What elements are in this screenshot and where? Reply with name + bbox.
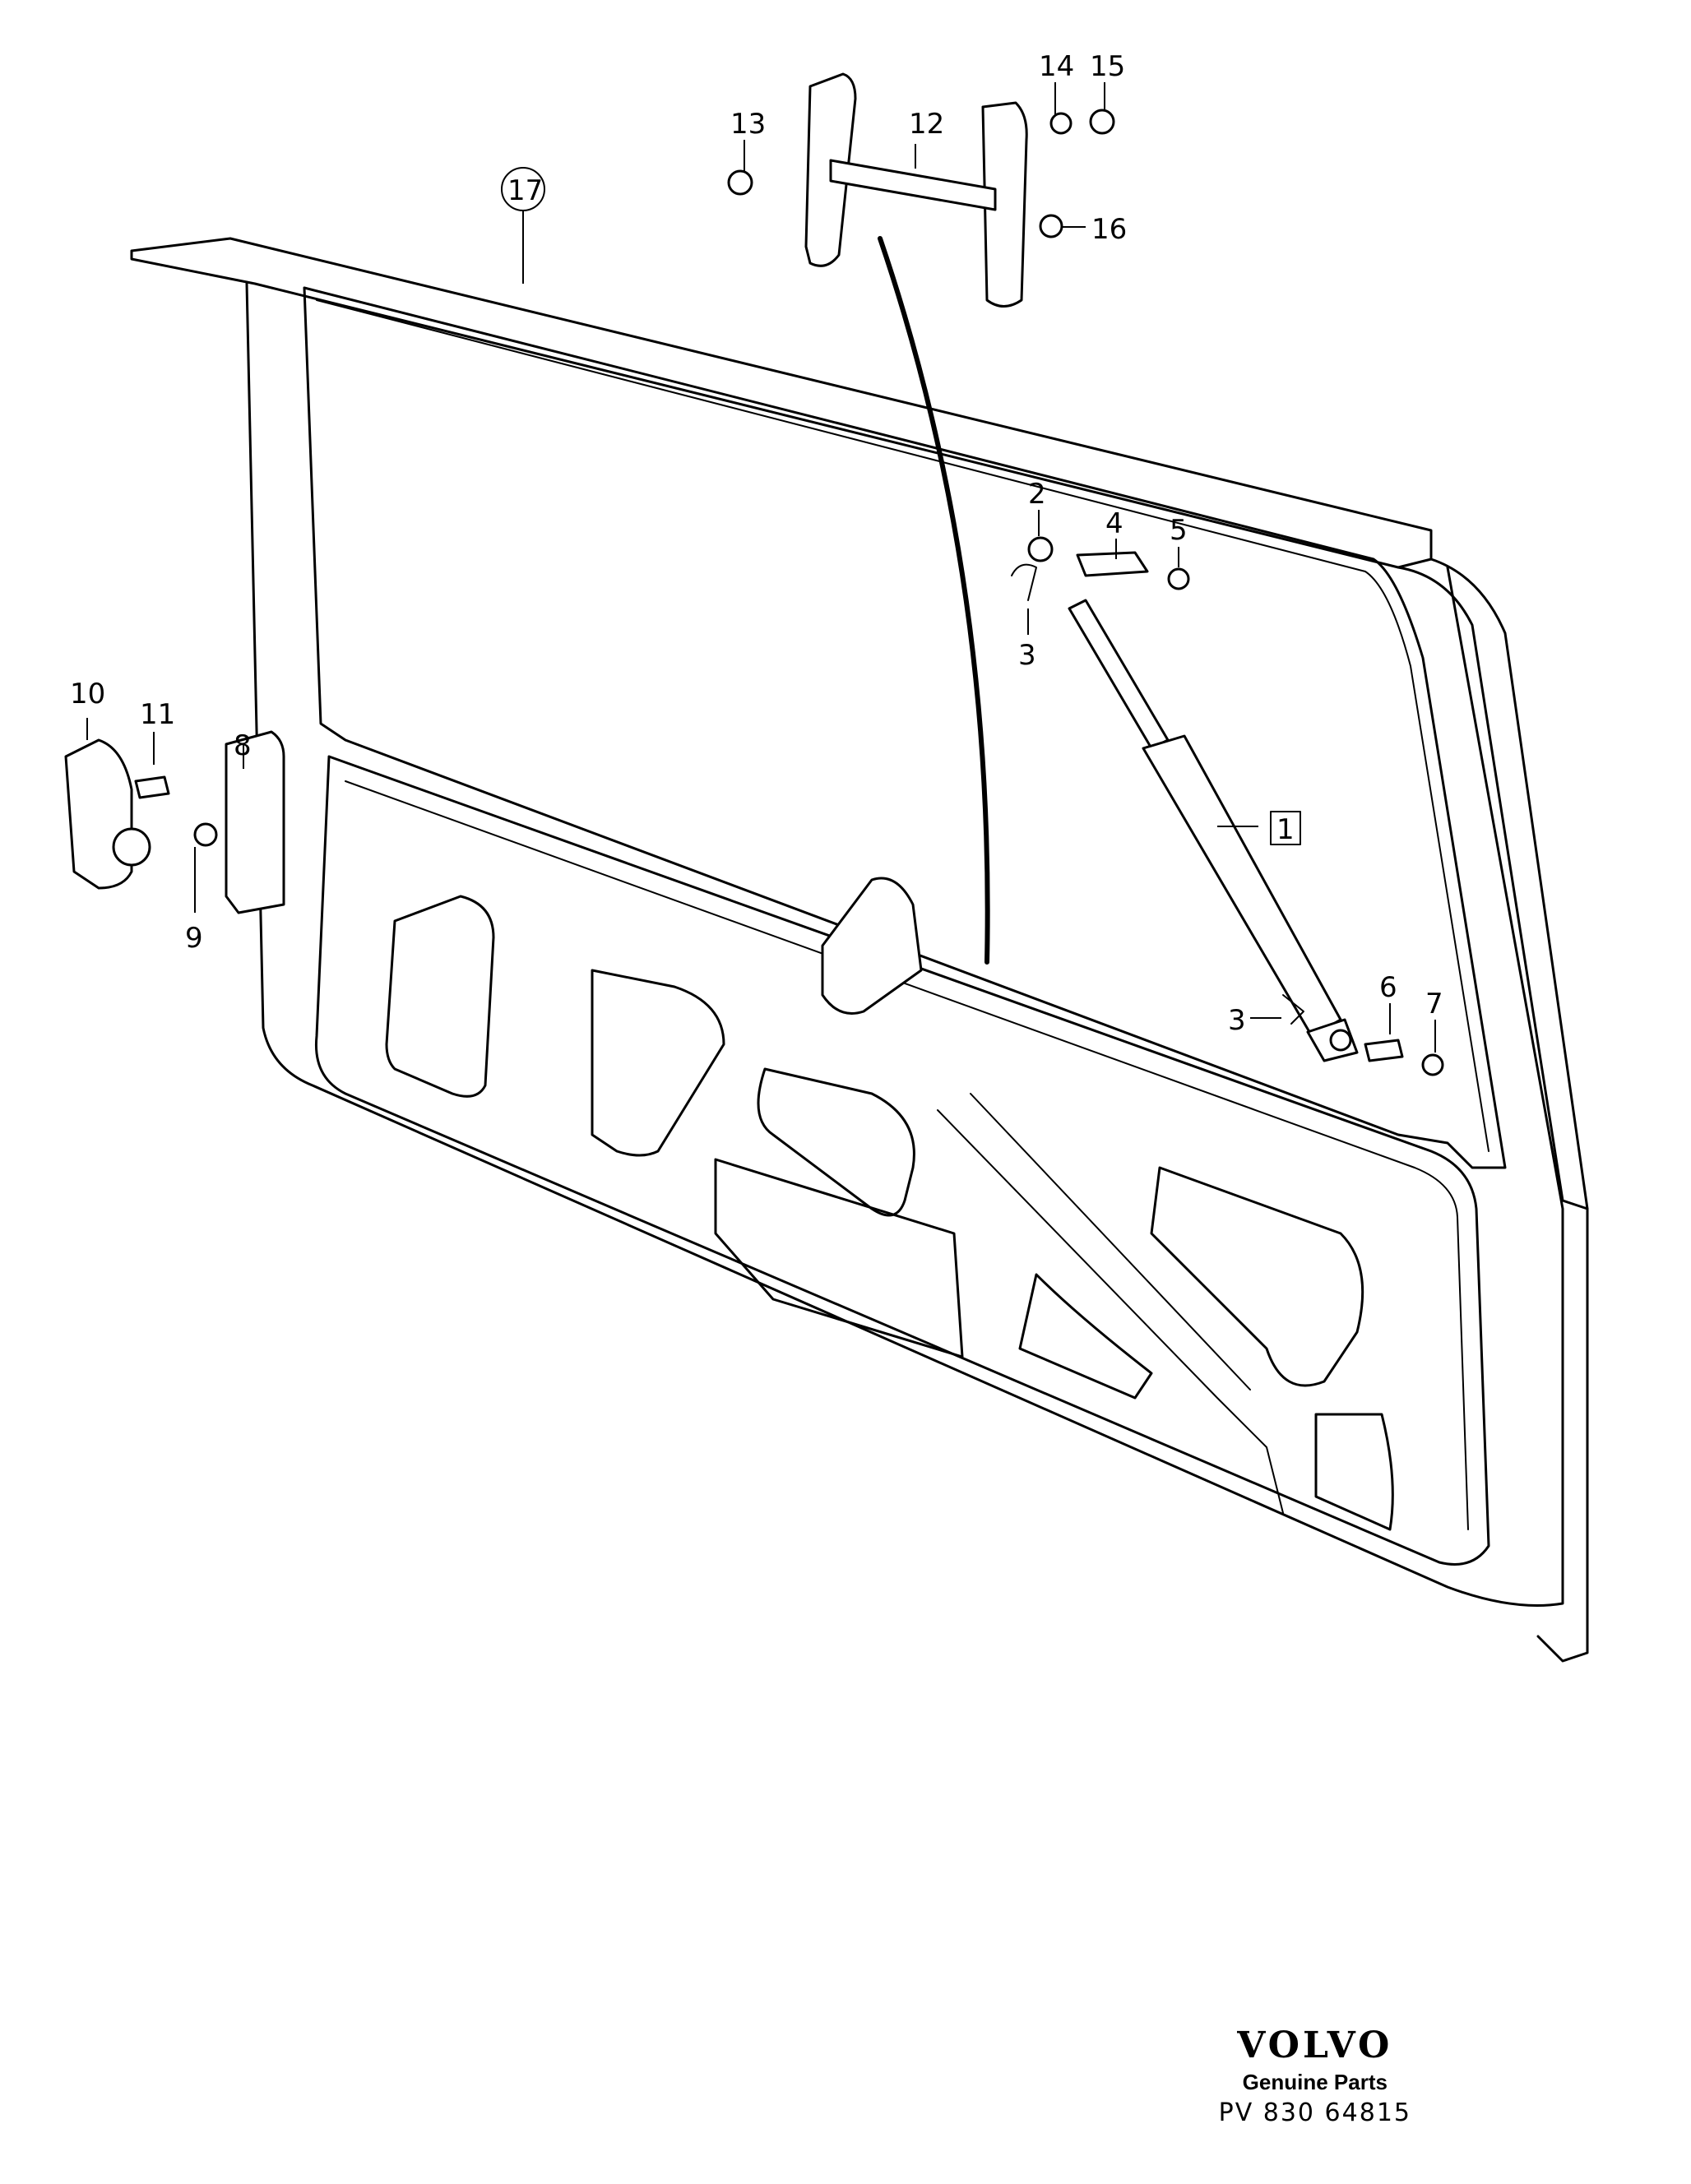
label-7: 7 [1425,988,1443,1020]
lock-striker [64,730,285,914]
label-4: 4 [1105,507,1123,540]
label-8: 8 [234,729,252,762]
label-3-bottom: 3 [1228,1004,1246,1037]
tailgate-panel [130,236,1589,1663]
label-3-top: 3 [1018,639,1036,672]
leader-lines [86,82,1436,1053]
diagram-code: PV 830 64815 [1218,2098,1411,2127]
label-12: 12 [909,108,944,141]
gas-strut [1068,599,1359,1062]
label-9: 9 [185,922,203,955]
label-16: 16 [1091,213,1127,246]
label-17: 17 [507,174,543,207]
label-1: 1 [1276,813,1295,846]
label-5: 5 [1170,514,1188,547]
brand-logo: VOLVO [1237,2024,1393,2066]
label-17-circle [501,167,545,211]
hinge-assembly [727,72,1115,308]
label-14: 14 [1039,50,1074,83]
label-2: 2 [1028,478,1046,511]
label-15: 15 [1090,50,1125,83]
label-6: 6 [1379,971,1397,1004]
label-1-box [1270,811,1301,845]
footer: VOLVO Genuine Parts PV 830 64815 [1219,2024,1411,2127]
label-11: 11 [140,698,175,731]
part-labels: 13 12 14 15 16 17 2 4 5 3 1 3 6 7 10 11 … [70,50,1443,1037]
label-10: 10 [70,678,105,710]
footer-caption: Genuine Parts [1242,2070,1388,2094]
label-13: 13 [730,108,766,141]
